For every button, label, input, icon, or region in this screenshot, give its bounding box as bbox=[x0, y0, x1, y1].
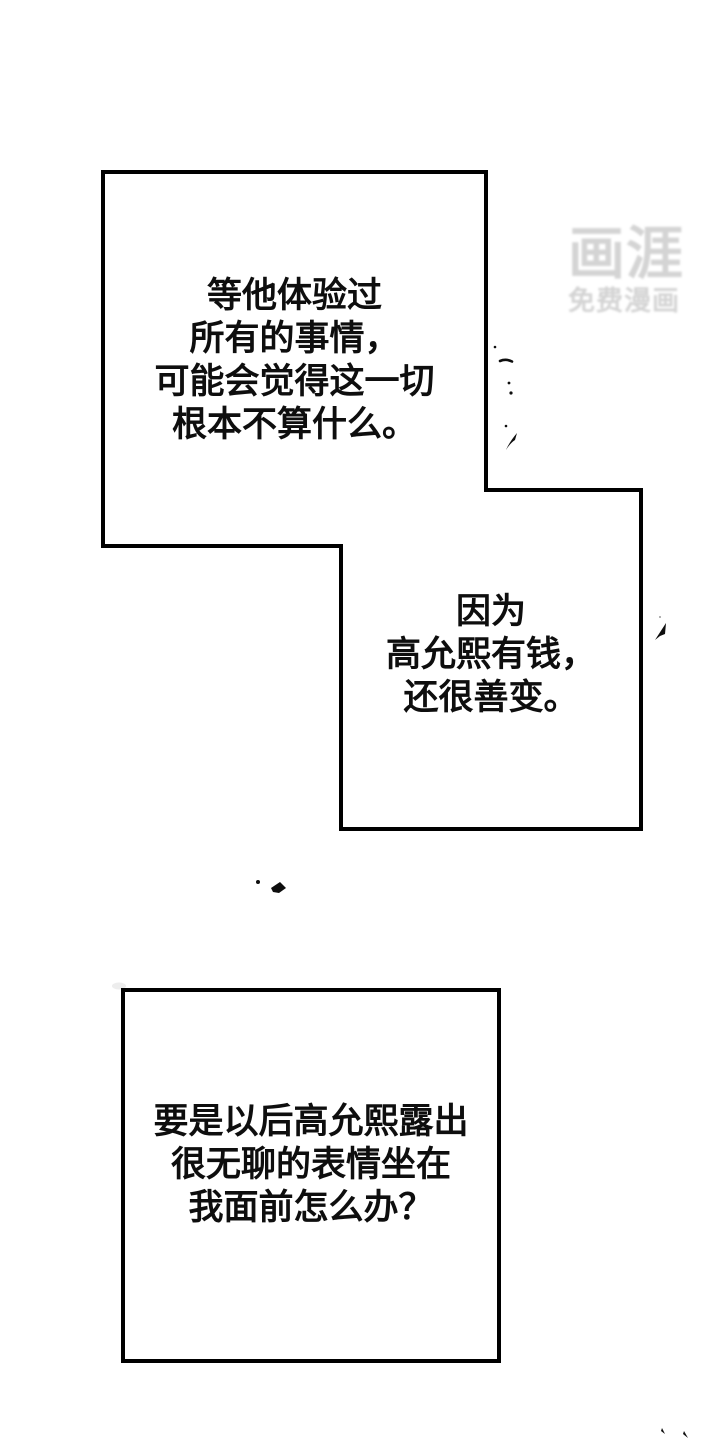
narration-text-1: 等他体验过 所有的事情， 可能会觉得这一切 根本不算什么。 bbox=[154, 276, 435, 445]
narration-text-3: 要是以后高允熙露出 很无聊的表情坐在 我面前怎么办？ bbox=[153, 1102, 469, 1228]
panel-outline-top-merged bbox=[101, 170, 643, 831]
smudge-mark bbox=[112, 982, 126, 990]
narration-text-2: 因为 高允熙有钱， 还很善变。 bbox=[385, 592, 596, 718]
watermark-subtitle: 免费漫画 bbox=[568, 286, 680, 317]
watermark-logo: 画涯 bbox=[568, 221, 684, 287]
watermark: 画涯 免费漫画 bbox=[568, 224, 684, 315]
ink-speckles bbox=[256, 345, 688, 1438]
panel-outline-bottom bbox=[121, 988, 501, 1363]
